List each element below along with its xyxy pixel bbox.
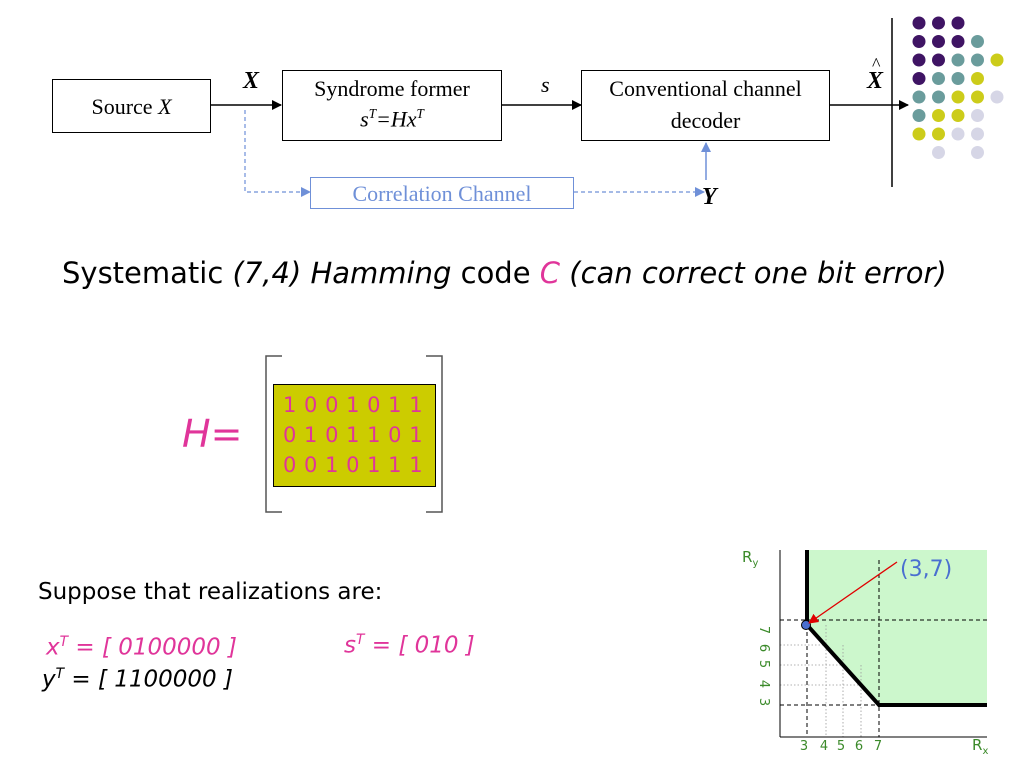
decorative-dot	[971, 35, 984, 48]
decorative-dot	[951, 16, 965, 30]
y-side-info-label: Y	[702, 184, 717, 210]
source-var: X	[158, 94, 172, 119]
decorative-dot	[971, 109, 984, 122]
decorative-dot	[951, 109, 965, 122]
decorative-dot	[932, 109, 945, 122]
decorative-dot	[951, 53, 965, 67]
decorative-dot	[932, 146, 945, 159]
decorative-dot	[990, 53, 1004, 67]
decorative-dot	[951, 90, 965, 104]
realizations-intro: Suppose that realizations are:	[38, 579, 383, 605]
y-tick-5: 5	[756, 660, 771, 668]
y-tick-4: 4	[756, 680, 771, 688]
matrix-brackets	[265, 355, 443, 513]
y-realization: yT = [ 1100000 ]	[42, 666, 233, 693]
decorative-dot	[912, 72, 926, 85]
decorative-dot	[971, 72, 984, 85]
x-realization: xT = [ 0100000 ]	[46, 634, 237, 661]
point-arrow	[808, 561, 898, 624]
block-diagram-wires	[211, 18, 909, 197]
corner-point	[801, 620, 811, 630]
x-tick-6: 6	[855, 739, 863, 754]
decorative-dot	[951, 72, 965, 85]
decorative-dot	[932, 72, 945, 85]
correlation-channel-label: Correlation Channel	[352, 181, 532, 206]
decorative-dot	[971, 127, 984, 141]
decorative-dot	[912, 16, 926, 30]
y-tick-3: 3	[756, 698, 771, 706]
correlation-channel-box: Correlation Channel	[310, 177, 574, 209]
rate-region-plot: Ry Rx (3,7) 3 4 5 6 7 7 6 5 4 3	[742, 548, 988, 757]
source-label: Source	[91, 94, 153, 119]
syndrome-former-title: Syndrome former	[314, 76, 470, 101]
matrix-label: H=	[182, 412, 243, 456]
syndrome-former-box: Syndrome former sT=HxT	[282, 70, 502, 141]
x-tick-5: 5	[837, 739, 845, 754]
x-tick-4: 4	[820, 739, 828, 754]
decorative-dot	[912, 90, 926, 104]
decorative-dot	[932, 127, 945, 141]
xhat-output-label: ^ X	[867, 54, 884, 94]
decorative-dot	[932, 35, 945, 48]
matrix-row-2: 0 1 0 1 1 0 1	[283, 423, 424, 447]
decoder-line2: decoder	[670, 108, 741, 133]
matrix-body: 1 0 0 1 0 1 1 0 1 0 1 1 0 1 0 0 1 0 1 1 …	[273, 384, 436, 487]
plot-x-axis-label: Rx	[972, 736, 988, 757]
matrix-row-1: 1 0 0 1 0 1 1	[283, 393, 424, 417]
region-boundary	[805, 550, 987, 707]
y-tick-6: 6	[756, 644, 771, 652]
decorative-dot	[932, 53, 945, 67]
matrix-row-3: 0 0 1 0 1 1 1	[283, 453, 424, 477]
source-box: Source X	[52, 79, 211, 133]
s-realization: sT = [ 010 ]	[344, 632, 475, 659]
decorative-dot	[971, 146, 984, 159]
syndrome-equation: sT=HxT	[360, 106, 424, 132]
x-tick-3: 3	[800, 739, 808, 754]
decorative-dot	[932, 16, 945, 30]
decorative-dot	[912, 35, 926, 48]
decorative-dot	[951, 35, 965, 48]
decorative-dot	[912, 127, 926, 141]
decorative-dot	[912, 109, 926, 122]
y-tick-7: 7	[756, 626, 771, 634]
x-input-label: X	[243, 68, 260, 94]
decorative-dot	[990, 90, 1004, 104]
decoder-line1: Conventional channel	[609, 76, 802, 101]
point-label: (3,7)	[900, 557, 952, 582]
s-label: s	[541, 72, 550, 97]
decorative-dot	[971, 90, 984, 104]
plot-y-axis-label: Ry	[742, 548, 758, 569]
decorative-dot	[932, 90, 945, 104]
achievable-region	[807, 550, 987, 705]
decorative-dot	[971, 53, 984, 67]
decorative-dot	[951, 127, 965, 141]
x-tick-7: 7	[874, 739, 882, 754]
decoder-box: Conventional channel decoder	[581, 70, 830, 141]
headline: Systematic (7,4) Hamming code C (can cor…	[62, 256, 947, 290]
decorative-dot	[912, 53, 926, 67]
decorative-dot-grid	[912, 16, 1004, 159]
